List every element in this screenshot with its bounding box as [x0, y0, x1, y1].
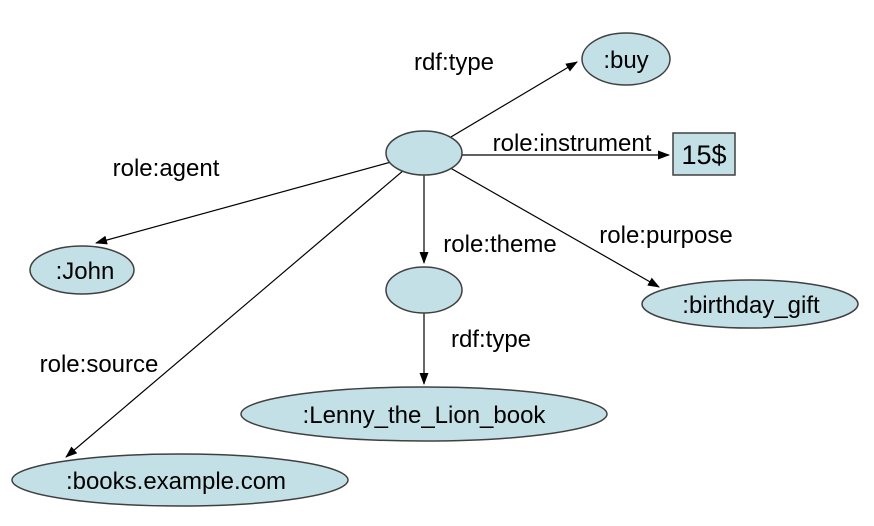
edge-label-rdf-type-book: rdf:type — [451, 326, 531, 353]
edge-label-role-instrument: role:instrument — [493, 130, 652, 157]
books-site-node-label: :books.example.com — [66, 468, 286, 495]
lenny-book-node-shape — [240, 386, 608, 442]
lenny-book-node-label: :Lenny_the_Lion_book — [303, 402, 547, 429]
john-node: :John — [29, 245, 135, 295]
birthday-gift-node-label: :birthday_gift — [682, 292, 820, 319]
book-instance-blank-node — [385, 266, 463, 314]
book-instance-blank-node-shape — [385, 266, 463, 314]
price-node-label: 15$ — [681, 140, 726, 170]
buy-event-blank-node-shape — [385, 130, 463, 176]
books-site-node: :books.example.com — [11, 453, 349, 507]
edge-label-role-agent: role:agent — [113, 155, 220, 182]
john-node-shape — [29, 245, 135, 295]
edge-role-agent — [95, 152, 425, 245]
edge-role-source — [65, 152, 425, 458]
edge-label-role-theme: role:theme — [443, 231, 556, 258]
edge-label-role-source: role:source — [40, 351, 159, 378]
price-node-shape — [672, 132, 736, 176]
price-node: 15$ — [672, 132, 736, 176]
edges-layer — [65, 61, 670, 458]
edge-label-role-purpose: role:purpose — [599, 222, 732, 249]
buy-node-label: :buy — [603, 47, 648, 74]
edge-label-rdf-type-buy: rdf:type — [414, 49, 494, 76]
edge-labels-layer: rdf:type role:instrument role:agent role… — [40, 49, 733, 378]
books-site-node-shape — [11, 453, 349, 507]
birthday-gift-node: :birthday_gift — [641, 279, 859, 329]
buy-event-blank-node — [385, 130, 463, 176]
birthday-gift-node-shape — [641, 279, 859, 329]
edge-role-purpose — [423, 152, 660, 288]
lenny-book-node: :Lenny_the_Lion_book — [240, 386, 608, 442]
john-node-label: :John — [56, 258, 115, 285]
buy-node: :buy — [581, 32, 671, 86]
nodes-layer: :buy 15$ :John :birthday_gift :Lenny_the… — [11, 32, 859, 507]
buy-node-shape — [581, 32, 671, 86]
